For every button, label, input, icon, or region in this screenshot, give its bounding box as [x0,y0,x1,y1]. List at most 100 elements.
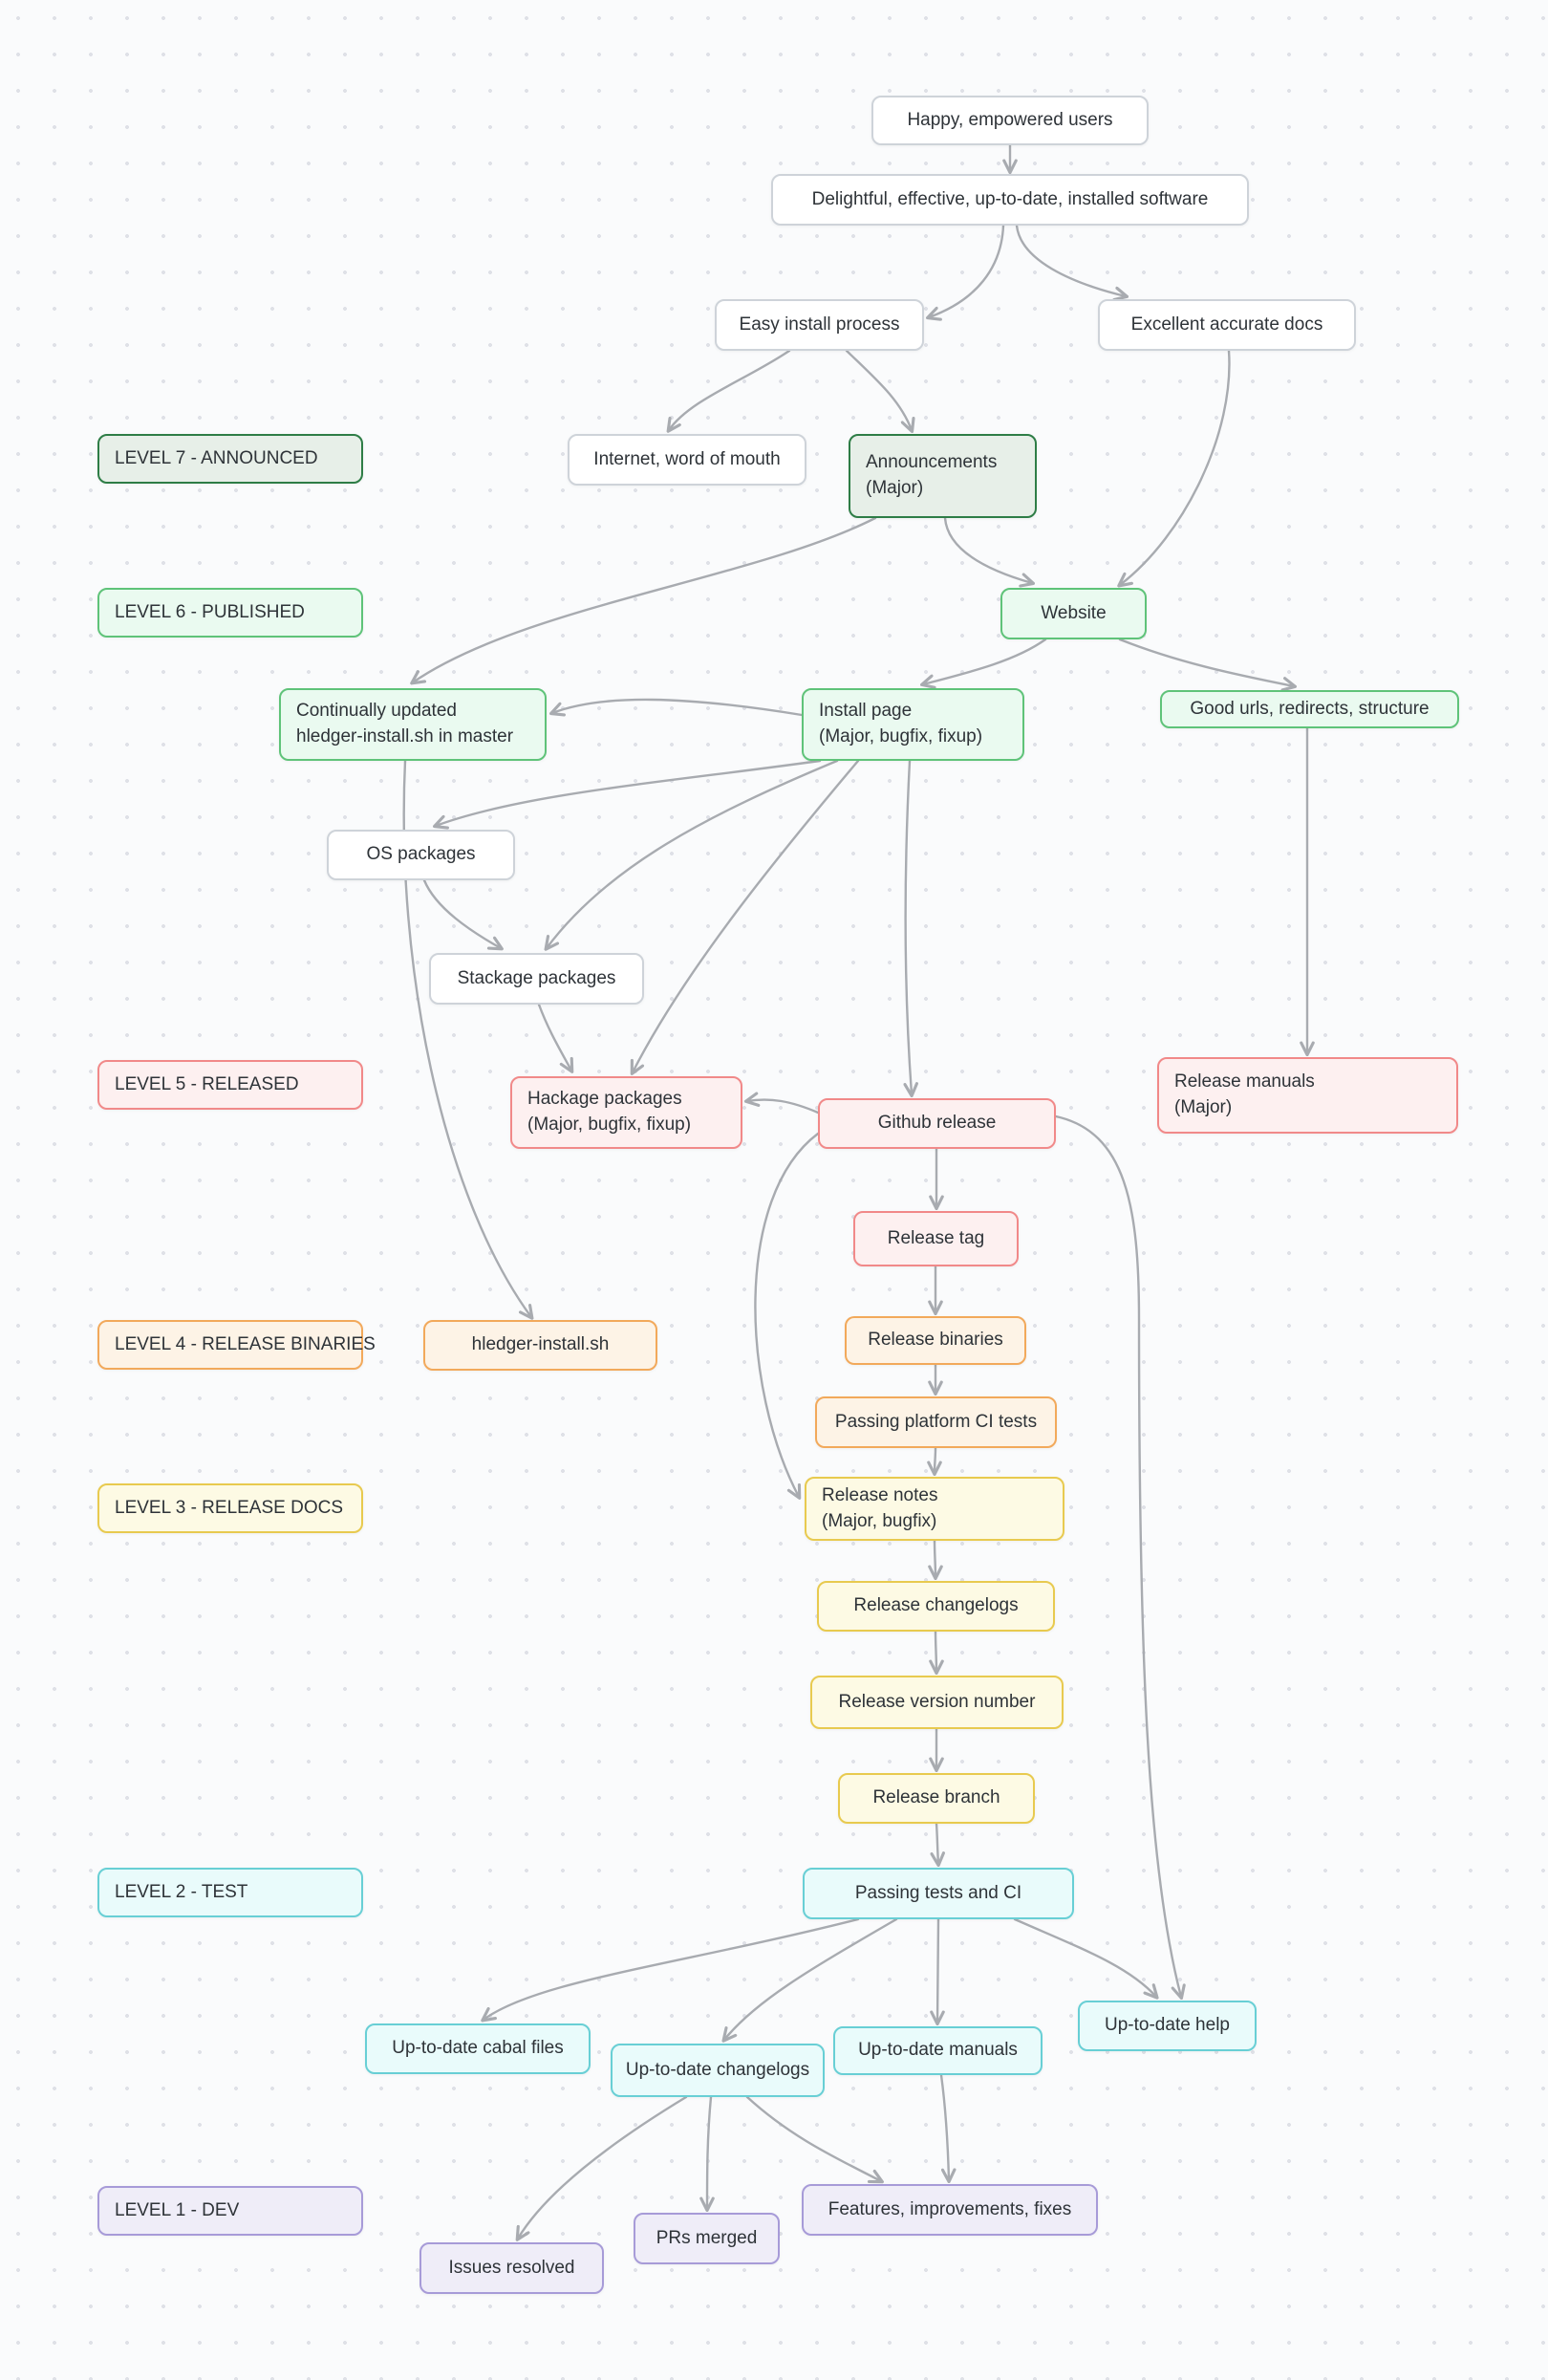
edge-announcements-to-website [943,516,1036,588]
node-label: Excellent accurate docs [1130,314,1323,335]
node-label: Delightful, effective, up-to-date, insta… [811,188,1209,209]
edge-release-changelogs-to-release-version [929,1630,944,1676]
node-label: Up-to-date manuals [858,2040,1018,2061]
node-label: (Major, bugfix) [822,1510,937,1531]
level-label-level-5: LEVEL 5 - RELEASED [97,1060,363,1110]
level-label-text: LEVEL 1 - DEV [115,2199,240,2220]
node-label: Release version number [838,1691,1036,1712]
node-label: (Major) [866,478,924,498]
node-label: Internet, word of mouth [593,448,781,469]
node-happy: Happy, empowered users [871,96,1149,145]
node-label: Happy, empowered users [907,109,1113,130]
node-label: Hackage packages [527,1089,682,1110]
level-label-level-3: LEVEL 3 - RELEASE DOCS [97,1483,363,1533]
node-label: hledger-install.sh in master [296,726,514,746]
node-utd-manuals: Up-to-date manuals [833,2026,1043,2075]
node-internet: Internet, word of mouth [568,434,806,486]
edge-github-release-to-hackage [743,1092,820,1114]
node-release-binaries: Release binaries [845,1316,1026,1365]
node-stackage: Stackage packages [429,953,644,1005]
node-os-packages: OS packages [327,830,515,880]
node-label: Passing tests and CI [854,1882,1022,1903]
node-release-version: Release version number [810,1676,1064,1729]
node-github-release: Github release [818,1098,1056,1149]
node-release-manuals: Release manuals(Major) [1157,1057,1458,1134]
node-label: Announcements [866,452,998,473]
node-excellent-docs: Excellent accurate docs [1098,299,1356,351]
edge-utd-changelogs-to-prs-merged [699,2095,715,2213]
level-label-level-1: LEVEL 1 - DEV [97,2186,363,2236]
node-label: Install page [819,701,913,722]
node-continually: Continually updated hledger-install.sh in… [279,688,547,761]
node-utd-help: Up-to-date help [1078,2001,1257,2051]
node-label: Website [1041,602,1107,623]
edge-delightful-to-excellent-docs [1015,224,1129,302]
level-label-level-7: LEVEL 7 - ANNOUNCED [97,434,363,484]
edge-install-page-to-hackage [630,759,860,1075]
edge-github-release-to-release-notes [754,1132,820,1500]
node-install-page: Install page (Major, bugfix, fixup) [802,688,1024,761]
level-label-level-6: LEVEL 6 - PUBLISHED [97,588,363,638]
edge-passing-tests-to-utd-help [1013,1917,1159,2000]
node-label: Passing platform CI tests [834,1411,1038,1432]
edge-easy-install-to-announcements [845,349,915,434]
node-cabal-files: Up-to-date cabal files [365,2023,591,2074]
node-label: Up-to-date changelogs [625,2059,810,2080]
node-utd-changelogs: Up-to-date changelogs [611,2044,825,2097]
node-easy-install: Easy install process [715,299,924,351]
node-label: Up-to-date help [1105,2015,1230,2036]
edge-install-page-to-stackage [544,759,839,951]
level-label-level-4: LEVEL 4 - RELEASE BINARIES [97,1320,376,1370]
node-label: Release binaries [868,1330,1003,1351]
edge-passing-tests-to-utd-manuals [930,1917,945,2026]
node-release-tag: Release tag [853,1211,1019,1266]
node-label: Release changelogs [853,1595,1019,1616]
node-label: Features, improvements, fixes [828,2198,1072,2219]
edge-github-release-to-utd-help [1054,1114,1186,2001]
node-label: hledger-install.sh [471,1334,610,1355]
level-label-text: LEVEL 7 - ANNOUNCED [115,447,318,468]
node-release-notes: Release notes(Major, bugfix) [805,1477,1064,1541]
node-label: (Major) [1174,1097,1233,1117]
node-label: Github release [877,1113,997,1134]
level-label-text: LEVEL 3 - RELEASE DOCS [115,1497,344,1518]
level-label-level-2: LEVEL 2 - TEST [97,1868,363,1917]
edge-delightful-to-easy-install [925,224,1005,321]
node-release-branch: Release branch [838,1773,1035,1824]
edge-excellent-docs-to-website [1117,349,1231,588]
edge-stackage-to-hackage [537,1003,574,1073]
node-announcements: Announcements (Major) [849,434,1037,518]
edge-install-page-to-os-packages [432,759,822,830]
node-passing-tests: Passing tests and CI [803,1868,1074,1919]
node-issues-resolved: Issues resolved [419,2242,604,2294]
edge-passing-tests-to-utd-changelogs [721,1917,898,2043]
node-label: (Major, bugfix, fixup) [819,726,983,746]
node-label: Issues resolved [448,2257,575,2278]
node-passing-platform: Passing platform CI tests [815,1396,1057,1448]
node-prs-merged: PRs merged [634,2213,780,2264]
node-label: Good urls, redirects, structure [1190,698,1430,719]
node-label: Continually updated [296,701,457,722]
edge-utd-changelogs-to-features [745,2095,884,2184]
edge-website-to-install-page [919,638,1047,689]
node-label: Stackage packages [457,967,616,988]
node-website: Website [1000,588,1147,639]
node-release-changelogs: Release changelogs [817,1581,1055,1632]
node-label: Release tag [887,1227,985,1248]
edge-website-to-good-urls [1118,638,1298,692]
edge-install-page-to-github-release [903,759,918,1098]
node-label: (Major, bugfix, fixup) [527,1114,692,1135]
edge-passing-tests-to-cabal-files [481,1917,860,2023]
edge-easy-install-to-internet [666,349,791,433]
node-label: Release branch [872,1787,1000,1808]
node-hledger-install-sh: hledger-install.sh [423,1320,657,1371]
edge-utd-manuals-to-features [939,2073,957,2184]
level-label-text: LEVEL 4 - RELEASE BINARIES [115,1333,376,1354]
level-label-text: LEVEL 6 - PUBLISHED [115,601,305,622]
edge-utd-changelogs-to-issues-resolved [515,2095,688,2241]
edge-install-page-to-continually [548,698,804,717]
node-delightful: Delightful, effective, up-to-date, insta… [771,174,1249,226]
node-hackage: Hackage packages (Major, bugfix, fixup) [510,1076,742,1149]
